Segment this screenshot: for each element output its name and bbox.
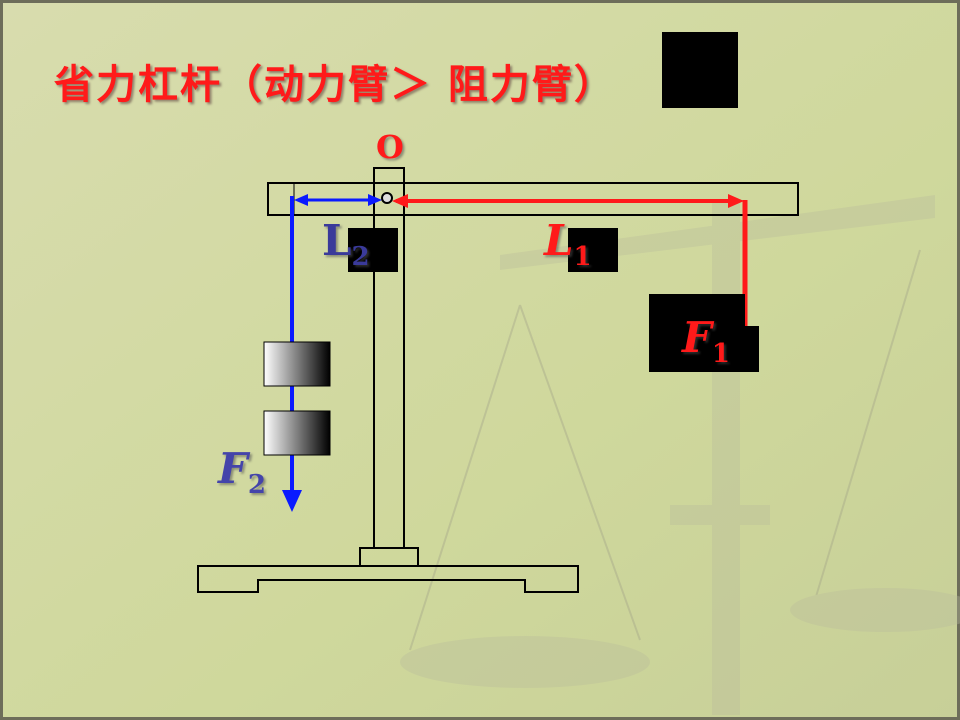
l1-label: L1 [544,216,592,272]
stand-base [197,565,579,593]
l2-redaction-block [348,228,398,272]
l1-arrowhead-right [728,194,744,208]
l2-label-sub: 2 [351,242,370,272]
f1-redaction-block [649,294,745,372]
f1-redaction-block-2 [745,326,759,372]
l1-arrowhead-left [392,194,408,208]
f2-label-main: F [218,444,248,493]
pivot-label-text: O [376,128,404,166]
stand-foot-block [359,547,419,567]
f1-label-main: F [682,313,712,362]
weight-upper [263,341,331,387]
l1-redaction-block [568,228,618,272]
l2-arrowhead-right [368,194,382,206]
l2-arrowhead-left [294,194,308,206]
stand-post [373,167,405,549]
l2-label: L2 [322,216,370,272]
slide-title: 省力杠杆（动力臂＞ 阻力臂） [54,62,616,108]
l2-label-main: L [322,216,352,265]
l1-label-sub: 1 [573,242,592,272]
f2-label: F2 [218,444,266,500]
title-redaction-block [662,32,738,108]
l1-label-main: L [544,216,574,265]
f1-label: F1 [682,313,730,369]
pivot-point [381,192,393,204]
pivot-label: O [376,128,404,166]
weight-lower [263,410,331,456]
f2-arrowhead [282,490,302,512]
f2-label-sub: 2 [247,470,266,500]
f1-label-sub: 1 [711,339,730,369]
